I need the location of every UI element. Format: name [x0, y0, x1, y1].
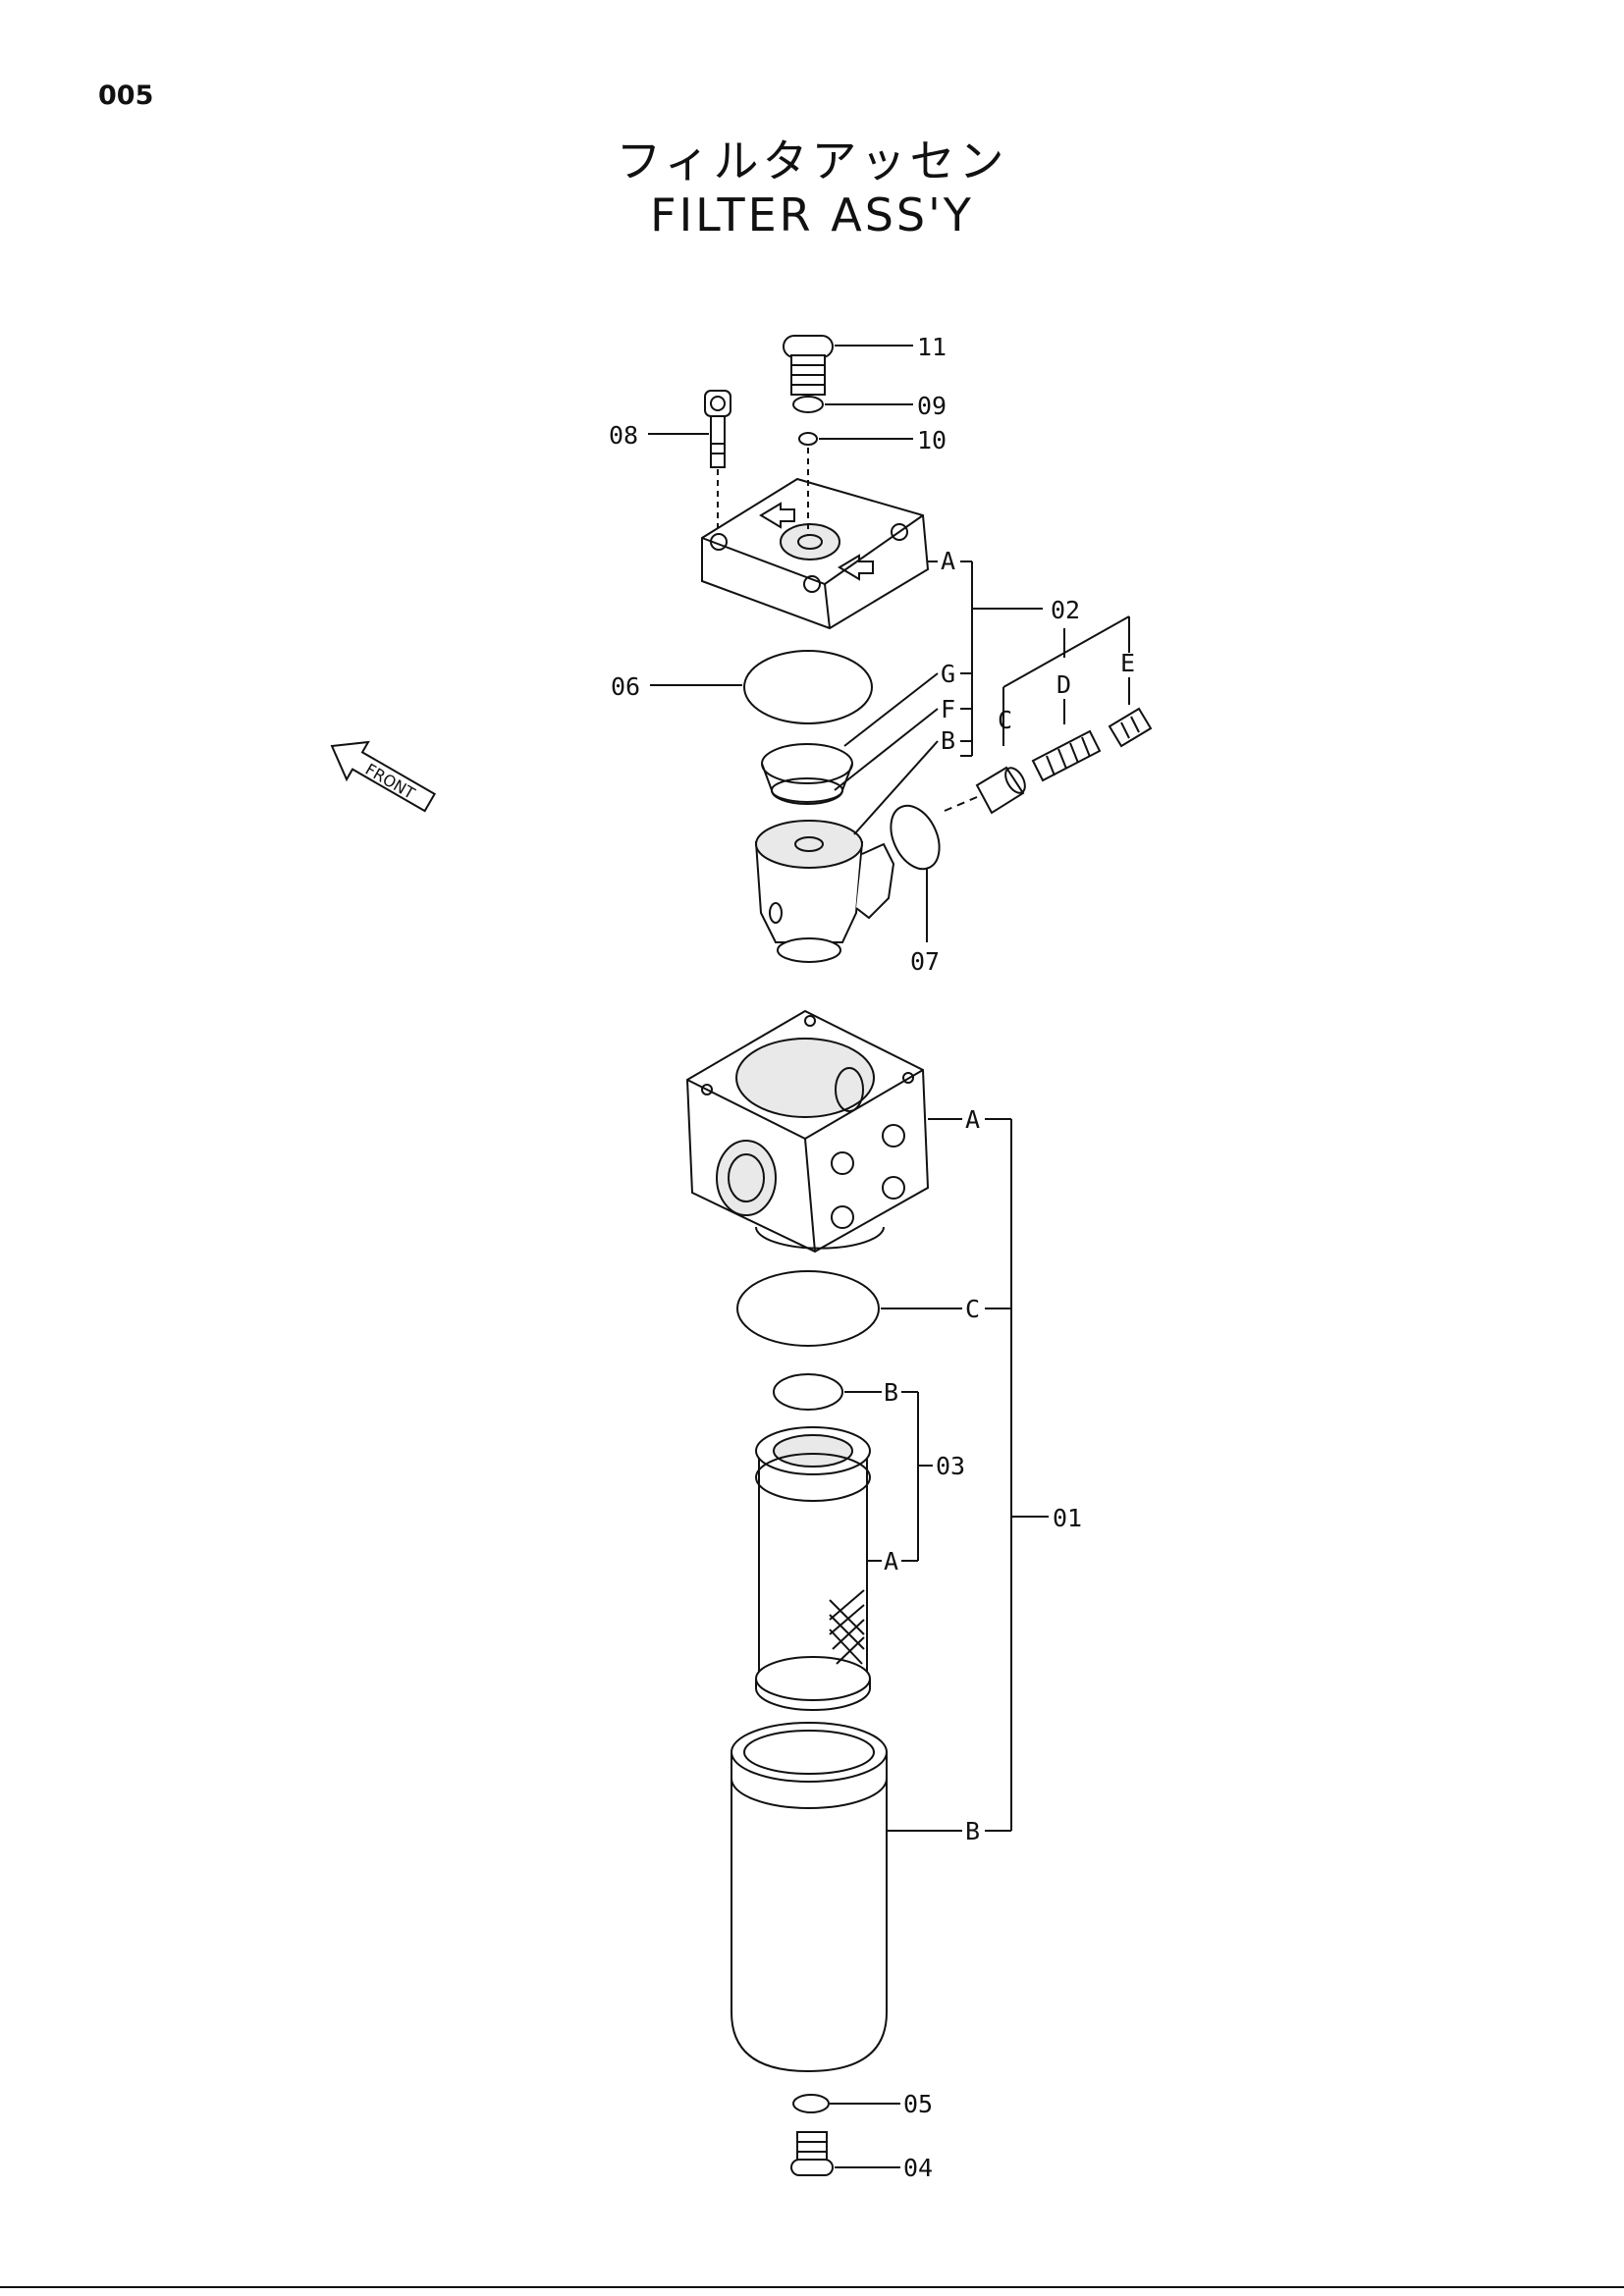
- callout-05: 05: [903, 2090, 933, 2118]
- title-japanese: フィルタアッセン: [616, 134, 1008, 187]
- sub-label-b-bowl: B: [965, 1817, 980, 1845]
- filter-bowl: B: [731, 1722, 980, 2073]
- page-number: 005: [98, 80, 154, 111]
- sub-label-c-valve: C: [998, 706, 1012, 734]
- title-english: FILTER ASS'Y: [650, 188, 974, 241]
- callout-07: 07: [910, 947, 940, 976]
- valve-parts-cde: C D E: [944, 615, 1153, 815]
- callout-04: 04: [903, 2154, 933, 2182]
- part-07-oring: 07: [890, 804, 941, 976]
- oring-b: B: [773, 1373, 898, 1411]
- part-10-oring: 10: [798, 426, 947, 454]
- sub-label-a-element: A: [884, 1547, 898, 1575]
- front-arrow: FRONT: [330, 740, 436, 813]
- sub-label-b-top: B: [941, 726, 955, 755]
- sub-label-c-ring: C: [965, 1295, 980, 1323]
- mesh-hatch: [829, 1589, 865, 1665]
- front-arrow-text: FRONT: [362, 760, 418, 803]
- callout-06: 06: [611, 672, 640, 701]
- callout-03: 03: [936, 1452, 965, 1480]
- bracket-02: 02: [960, 561, 1080, 757]
- callout-08: 08: [609, 421, 638, 450]
- part-09-oring: 09: [792, 392, 947, 420]
- callout-10: 10: [917, 426, 947, 454]
- oring-c: C: [736, 1270, 980, 1347]
- bracket-01: 01: [985, 1118, 1082, 1832]
- sub-label-d-valve: D: [1056, 670, 1071, 699]
- valve-seat-g-f: G F: [761, 660, 955, 805]
- part-08-bolt: 08: [609, 390, 731, 530]
- callout-09: 09: [917, 392, 947, 420]
- part-04-plug: 04: [790, 2131, 933, 2182]
- part-11-plug: 11: [783, 333, 947, 396]
- callout-02: 02: [1051, 596, 1080, 624]
- sub-label-f: F: [941, 695, 955, 723]
- bracket-03: 03: [901, 1391, 965, 1562]
- cover-plate: A: [701, 448, 955, 630]
- sub-label-a-top: A: [941, 547, 955, 575]
- sub-label-b-ring: B: [884, 1378, 898, 1407]
- valve-body-b: B: [754, 726, 955, 963]
- sub-label-e-valve: E: [1120, 649, 1135, 677]
- part-05-oring: 05: [792, 2090, 933, 2118]
- part-06-oring: 06: [611, 650, 873, 724]
- sub-label-a-head: A: [965, 1105, 980, 1134]
- callout-11: 11: [917, 333, 947, 361]
- filter-element: A: [755, 1426, 898, 1711]
- filter-head: A: [685, 1009, 980, 1254]
- sub-label-g: G: [941, 660, 955, 688]
- callout-01: 01: [1053, 1504, 1082, 1532]
